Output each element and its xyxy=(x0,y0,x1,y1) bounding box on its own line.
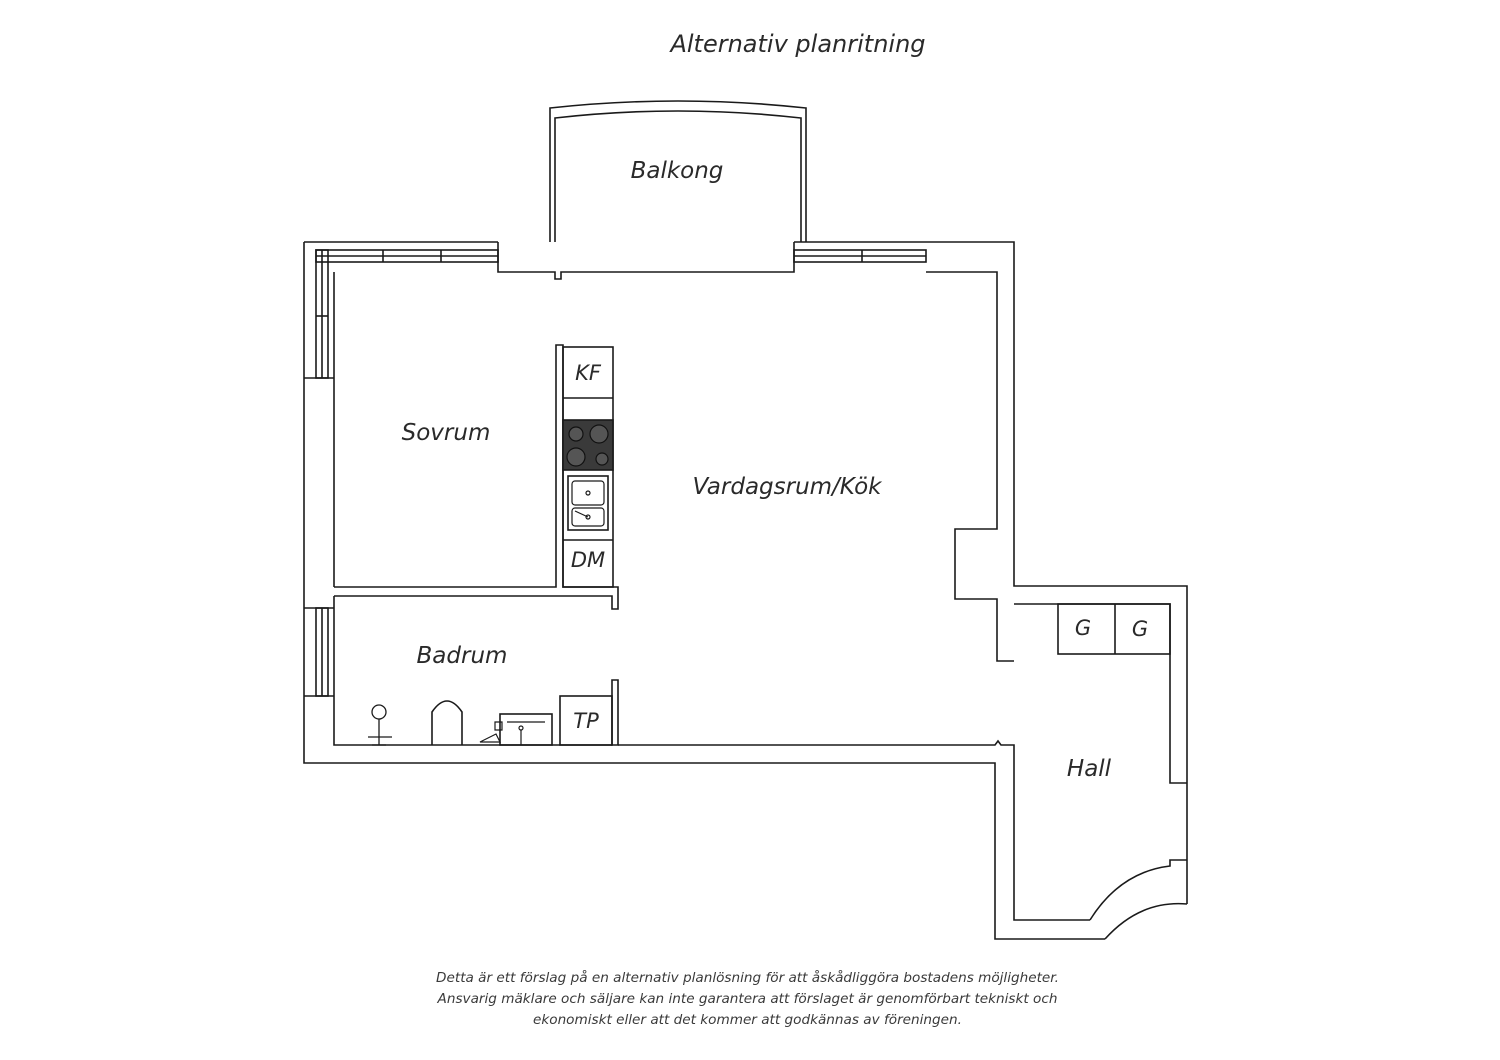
fixture-label-kf: KF xyxy=(575,361,602,385)
fixture-label-dm: DM xyxy=(571,548,605,572)
fixture-label-g2: G xyxy=(1132,617,1148,641)
disclaimer: Detta är ett förslag på en alternativ pl… xyxy=(380,968,1115,1031)
room-label-badrum: Badrum xyxy=(417,643,508,669)
balcony-outline xyxy=(549,100,807,242)
fixture-label-g1: G xyxy=(1075,616,1091,640)
room-label-hall: Hall xyxy=(1067,756,1112,782)
sink-icon xyxy=(571,480,605,527)
plan-title: Alternativ planritning xyxy=(668,30,925,58)
disclaimer-line: ekonomiskt eller att det kommer att godk… xyxy=(533,1012,962,1028)
outer-walls xyxy=(303,241,1188,940)
stove-icon xyxy=(566,424,609,467)
interior-walls xyxy=(334,344,619,746)
room-label-vardagsrum-kok: Vardagsrum/Kök xyxy=(693,474,884,500)
shower-icon xyxy=(368,704,392,746)
windows xyxy=(304,249,927,697)
disclaimer-line: Detta är ett förslag på en alternativ pl… xyxy=(436,970,1059,986)
room-label-balkong: Balkong xyxy=(631,158,724,184)
washbasin-icon xyxy=(479,721,545,745)
disclaimer-line: Ansvarig mäklare och säljare kan inte ga… xyxy=(437,991,1058,1007)
room-label-sovrum: Sovrum xyxy=(402,420,491,446)
fixture-outlines xyxy=(431,603,1171,746)
fixture-label-tp: TP xyxy=(573,709,599,733)
